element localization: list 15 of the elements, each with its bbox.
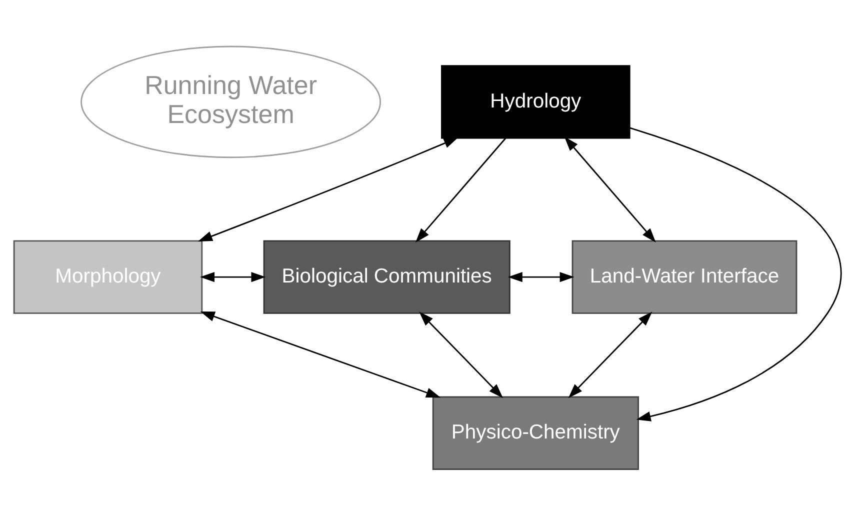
arrow xyxy=(198,137,458,242)
node-box: Physico-Chemistry xyxy=(432,396,639,470)
arrow xyxy=(568,312,652,398)
node-box: Biological Communities xyxy=(263,240,510,314)
arrow xyxy=(629,127,842,422)
node-box: Land-Water Interface xyxy=(572,240,798,314)
arrow xyxy=(415,138,506,242)
node-ellipse: Running Water Ecosystem xyxy=(80,46,382,158)
node-box: Hydrology xyxy=(441,65,630,139)
arrow xyxy=(200,272,266,282)
node-box: Morphology xyxy=(13,240,203,314)
arrow xyxy=(419,312,504,398)
arrow xyxy=(508,272,574,282)
arrow xyxy=(200,312,441,398)
arrow xyxy=(564,136,656,242)
